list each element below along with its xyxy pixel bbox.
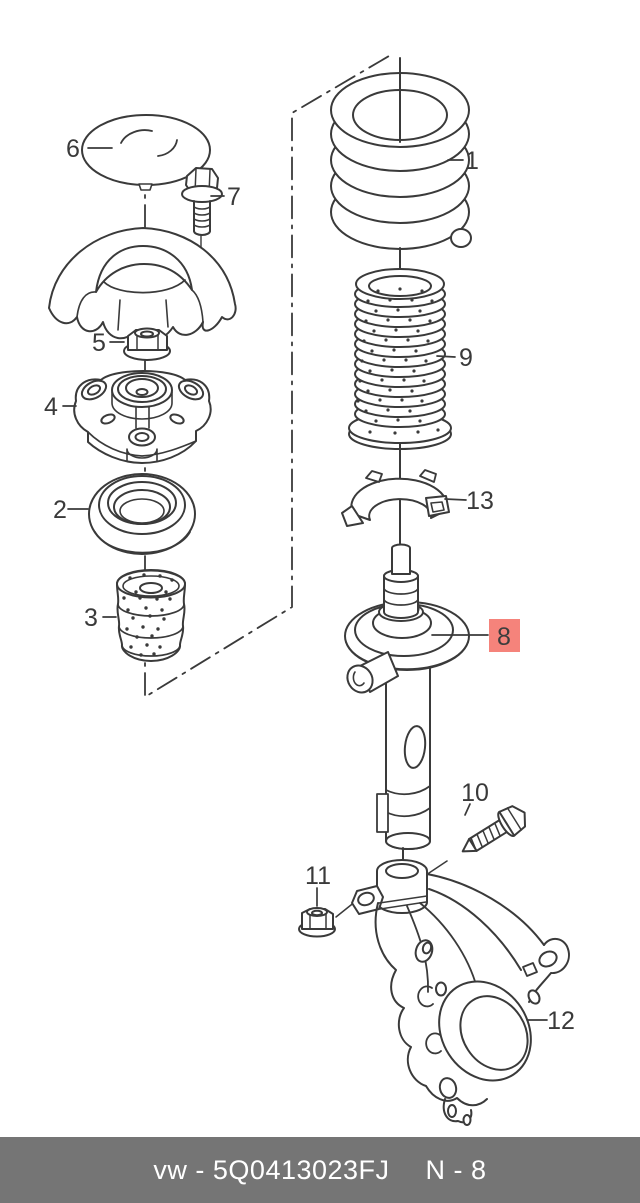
callout-5[interactable]: 5 xyxy=(92,329,125,357)
footer-bar: vw - 5Q0413023FJ N - 8 xyxy=(0,1137,640,1203)
callout-6[interactable]: 6 xyxy=(66,135,113,163)
callout-11-label: 11 xyxy=(305,862,331,890)
callout-4-label: 4 xyxy=(44,393,58,421)
part-11-nut xyxy=(298,907,336,938)
part-4-strut-mount xyxy=(73,370,212,464)
part-2-bearing-ring xyxy=(88,473,196,555)
part-1-coil-spring xyxy=(330,57,472,250)
footer-part-code: vw - 5Q0413023FJ xyxy=(153,1154,390,1185)
callout-2-label: 2 xyxy=(53,496,67,524)
dust-boot-dots xyxy=(356,287,440,435)
callout-6-label: 6 xyxy=(66,135,80,163)
part-10-bolt xyxy=(461,805,527,853)
callout-13-label: 13 xyxy=(466,487,494,515)
callout-4[interactable]: 4 xyxy=(44,393,77,421)
part-7-bolt xyxy=(181,167,223,236)
callout-2[interactable]: 2 xyxy=(53,496,89,524)
callout-12-label: 12 xyxy=(547,1007,575,1035)
callout-8-label: 8 xyxy=(497,623,511,651)
part-5-nut xyxy=(123,327,171,361)
protective-shell xyxy=(48,227,237,342)
callout-10[interactable]: 10 xyxy=(461,779,489,816)
callout-9[interactable]: 9 xyxy=(436,344,473,372)
part-12-steering-knuckle xyxy=(351,859,570,1126)
callout-11[interactable]: 11 xyxy=(305,862,331,907)
callout-9-label: 9 xyxy=(459,344,473,372)
part-13-spring-seat xyxy=(341,469,450,527)
callout-3-label: 3 xyxy=(84,604,98,632)
callouts: 6 7 5 4 2 3 1 xyxy=(44,135,575,1035)
callout-8-highlight-box xyxy=(489,619,520,652)
part-8-strut xyxy=(344,543,470,850)
callout-8-highlighted[interactable]: 8 xyxy=(431,619,520,652)
bump-stop-dots xyxy=(122,573,174,657)
callout-5-label: 5 xyxy=(92,329,106,357)
callout-1[interactable]: 1 xyxy=(447,147,479,175)
callout-3[interactable]: 3 xyxy=(84,604,117,632)
part-3-bump-stop xyxy=(116,569,186,662)
callout-12[interactable]: 12 xyxy=(526,1007,575,1035)
callout-1-label: 1 xyxy=(465,147,479,175)
callout-10-label: 10 xyxy=(461,779,489,807)
exploded-diagram: 6 7 5 4 2 3 1 xyxy=(44,55,575,1126)
part-9-dust-boot xyxy=(348,268,452,450)
callout-7-label: 7 xyxy=(227,183,241,211)
footer-page-ref: N - 8 xyxy=(425,1154,487,1185)
part-6-cap xyxy=(81,114,211,191)
callout-13[interactable]: 13 xyxy=(444,487,494,515)
callout-7[interactable]: 7 xyxy=(210,183,241,211)
